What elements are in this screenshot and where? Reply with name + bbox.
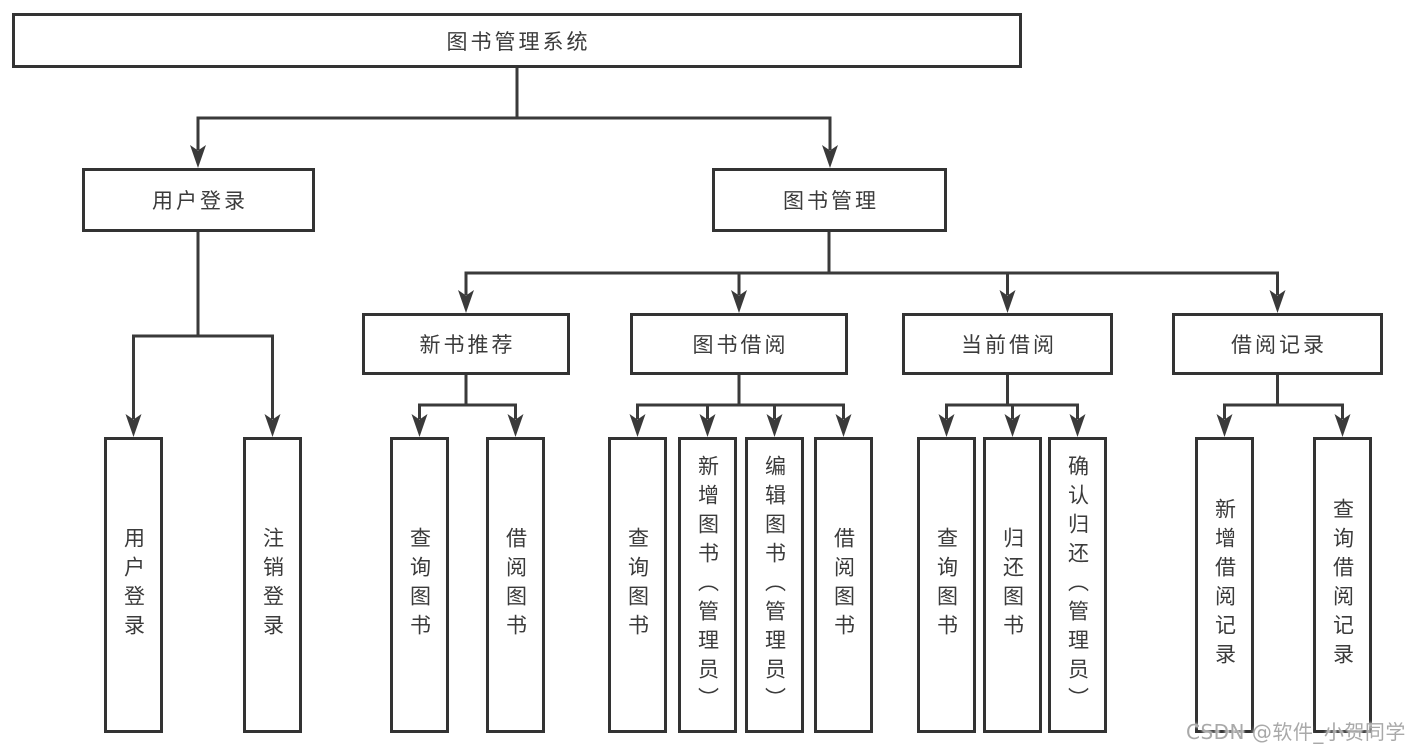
leaf-borrowing-borrow-books: 借阅图书 bbox=[814, 437, 873, 733]
connector-book-borrow-children bbox=[636, 375, 845, 419]
arrowhead bbox=[835, 414, 852, 437]
node-new-book-recommendation: 新书推荐 bbox=[362, 313, 570, 375]
arrowhead bbox=[1334, 414, 1351, 437]
node-book-management: 图书管理 bbox=[712, 168, 947, 232]
arrowhead bbox=[1004, 414, 1021, 437]
arrowhead bbox=[822, 145, 838, 168]
node-book-borrowing: 图书借阅 bbox=[630, 313, 848, 375]
arrowhead bbox=[731, 290, 747, 313]
leaf-logout: 注销登录 bbox=[243, 437, 302, 733]
leaf-current-confirm-return-admin: 确认归还（管理员） bbox=[1048, 437, 1107, 733]
arrowhead bbox=[125, 414, 142, 437]
node-library-management-system: 图书管理系统 bbox=[12, 13, 1022, 68]
node-borrowing-records: 借阅记录 bbox=[1172, 313, 1383, 375]
leaf-current-return-books: 归还图书 bbox=[983, 437, 1042, 733]
arrowhead bbox=[999, 290, 1016, 313]
leaf-borrowing-add-books-admin: 新增图书（管理员） bbox=[678, 437, 737, 733]
arrowhead bbox=[458, 290, 474, 313]
leaf-records-query-borrow-record: 查询借阅记录 bbox=[1313, 437, 1372, 733]
connector-root-to-level2 bbox=[196, 68, 832, 150]
arrowhead bbox=[264, 414, 281, 437]
connector-cur-borrow-children bbox=[945, 375, 1079, 419]
connector-user-login-children bbox=[132, 232, 274, 419]
arrowhead bbox=[699, 414, 716, 437]
leaf-recommend-query-books: 查询图书 bbox=[390, 437, 449, 733]
arrowhead bbox=[1069, 414, 1086, 437]
leaf-records-add-borrow-record: 新增借阅记录 bbox=[1195, 437, 1254, 733]
arrowhead bbox=[938, 414, 955, 437]
node-current-borrowing: 当前借阅 bbox=[902, 313, 1113, 375]
leaf-user-login: 用户登录 bbox=[104, 437, 163, 733]
arrowhead bbox=[629, 414, 646, 437]
csdn-watermark: CSDN @软件_小贺同学 bbox=[1186, 720, 1405, 744]
connector-book-mgmt-to-level3 bbox=[464, 232, 1279, 295]
leaf-recommend-borrow-books: 借阅图书 bbox=[486, 437, 545, 733]
leaf-current-query-books: 查询图书 bbox=[917, 437, 976, 733]
arrowhead bbox=[411, 414, 428, 437]
arrowhead bbox=[1269, 290, 1286, 313]
arrowhead bbox=[766, 414, 783, 437]
leaf-borrowing-edit-books-admin: 编辑图书（管理员） bbox=[745, 437, 804, 733]
leaf-borrowing-query-books: 查询图书 bbox=[608, 437, 667, 733]
node-user-login: 用户登录 bbox=[82, 168, 315, 232]
arrowhead bbox=[507, 414, 524, 437]
arrowhead bbox=[190, 145, 206, 168]
connector-borrow-rec-children bbox=[1223, 375, 1344, 419]
arrowhead bbox=[1216, 414, 1233, 437]
connector-new-rec-children bbox=[418, 375, 517, 419]
